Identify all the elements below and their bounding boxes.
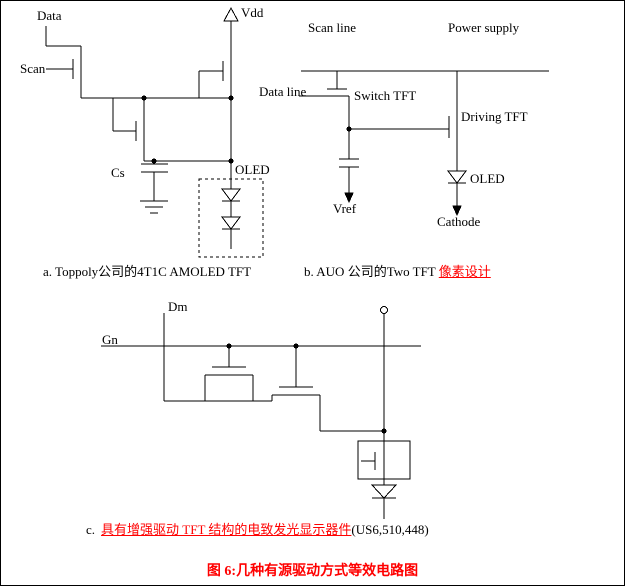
driving-tft-label: Driving TFT	[461, 109, 528, 124]
vdd-triangle-icon	[223, 6, 239, 22]
figure-caption: 图 6:几种有源驱动方式等效电路图	[206, 564, 419, 579]
cs-label: Cs	[111, 165, 125, 180]
circuit-a-caption: a. Toppoly公司的4T1C AMOLED TFT	[43, 264, 252, 279]
oled-dashed-box	[198, 178, 264, 258]
transistor-box	[357, 440, 411, 480]
oled-a-label: OLED	[235, 162, 270, 177]
circuit-b-graphics	[299, 70, 549, 217]
vref-label: Vref	[333, 201, 357, 216]
dm-label: Dm	[168, 299, 188, 314]
circuit-b-caption: b. AUO 公司的Two TFT 像素设计	[304, 264, 491, 280]
circuit-c-caption-prefix: c.	[86, 522, 96, 537]
circuit-b-caption-highlight: 像素设计	[438, 264, 491, 279]
cathode-label: Cathode	[437, 214, 481, 229]
circuit-a-graphics	[45, 6, 264, 258]
circuit-c-graphics	[101, 306, 421, 519]
circuit-c-caption-suffix: (US6,510,448)	[351, 522, 429, 537]
diode-icon	[370, 484, 398, 499]
gn-label: Gn	[102, 332, 118, 347]
vdd-label: Vdd	[241, 5, 264, 20]
diode-icon	[447, 170, 467, 184]
data-line-label: Data line	[259, 84, 307, 99]
terminal-icon	[380, 306, 388, 314]
circuit-b-caption-main: b. AUO 公司的Two TFT	[304, 264, 439, 279]
switch-tft-label: Switch TFT	[354, 88, 417, 103]
scan-line-label: Scan line	[308, 20, 357, 35]
diode-icon	[221, 216, 241, 230]
circuit-c-caption-highlight: 具有增强驱动 TFT 结构的电致发光显示器件	[101, 522, 352, 537]
oled-b-label: OLED	[470, 171, 505, 186]
power-supply-label: Power supply	[448, 20, 520, 35]
arrow-down-icon	[452, 205, 462, 217]
scan-label: Scan	[20, 61, 46, 76]
arrow-down-icon	[344, 192, 354, 204]
circuit-c-caption: c. 具有增强驱动 TFT 结构的电致发光显示器件(US6,510,448)	[86, 522, 429, 538]
data-label: Data	[37, 8, 62, 23]
diode-icon	[221, 188, 241, 202]
